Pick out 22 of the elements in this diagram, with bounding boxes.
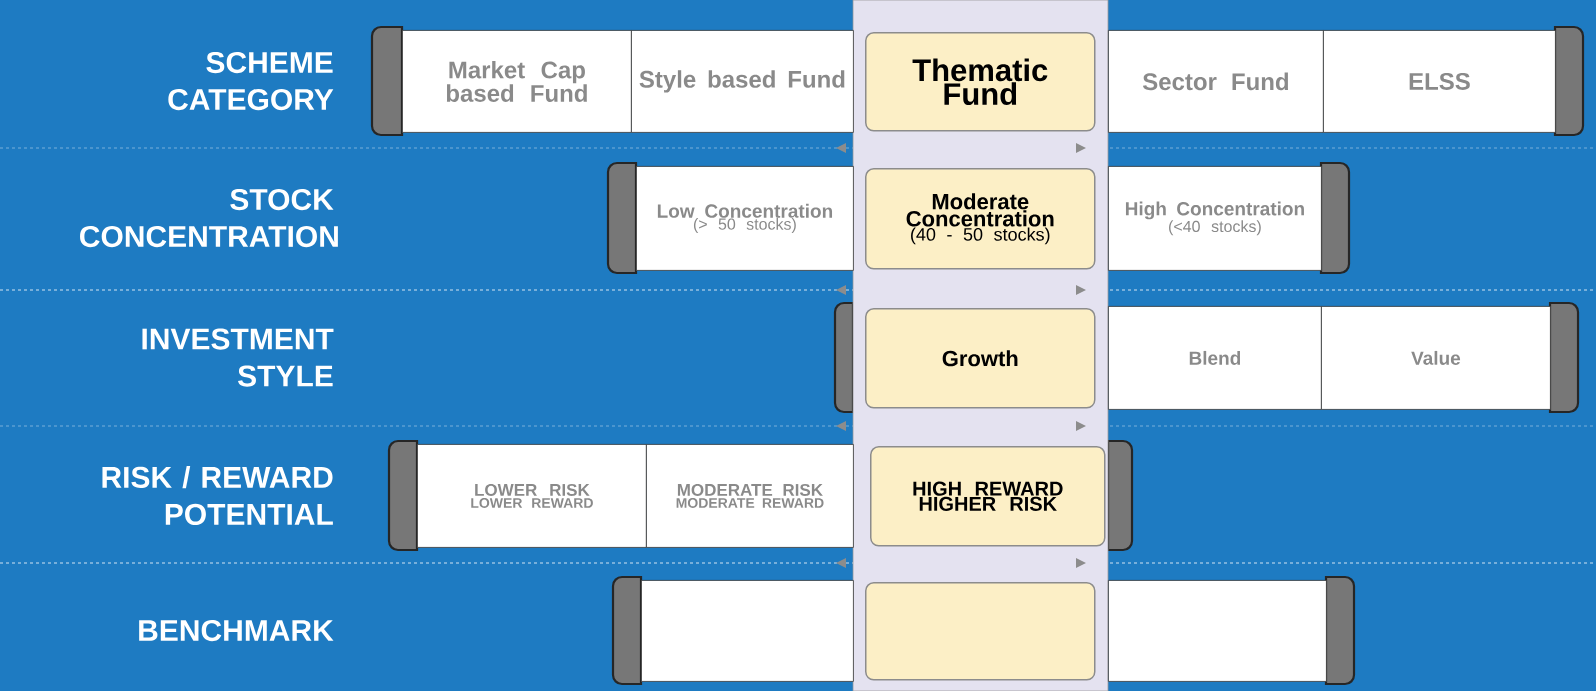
option-cell: LOWER RISK LOWER REWARD — [417, 444, 647, 548]
row-heading: SCHEME CATEGORY — [168, 51, 334, 111]
option-cell: Sector Fund — [1108, 30, 1324, 133]
highlighted-cell — [865, 582, 1096, 681]
option-cell: Low Concentration (> 50 stocks) — [636, 166, 854, 271]
highlighted-cell: Moderate Concentration (40 - 50 stocks) — [865, 168, 1096, 270]
option-cell: ELSS — [1323, 30, 1556, 133]
option-cell — [641, 580, 854, 682]
option-cell: MODERATE RISK MODERATE REWARD — [646, 444, 854, 548]
option-cell: Style based Fund — [631, 30, 854, 133]
option-cell: Blend — [1108, 306, 1322, 410]
highlighted-cell: HIGH REWARD HIGHER RISK — [870, 446, 1106, 547]
highlighted-cell: Thematic Fund — [865, 32, 1096, 132]
option-cell: Value — [1321, 306, 1551, 410]
highlighted-cell: Growth — [865, 308, 1096, 409]
row-heading: INVESTMENT STYLE — [142, 328, 334, 387]
row-heading: RISK / REWARD POTENTIAL — [102, 466, 333, 526]
row-heading: BENCHMARK — [139, 619, 334, 642]
option-cell — [1108, 580, 1327, 682]
option-cell: Market Cap based Fund — [402, 30, 632, 133]
row-heading: STOCK CONCENTRATION — [80, 188, 338, 248]
option-cell: High Concentration (<40 stocks) — [1108, 166, 1322, 271]
